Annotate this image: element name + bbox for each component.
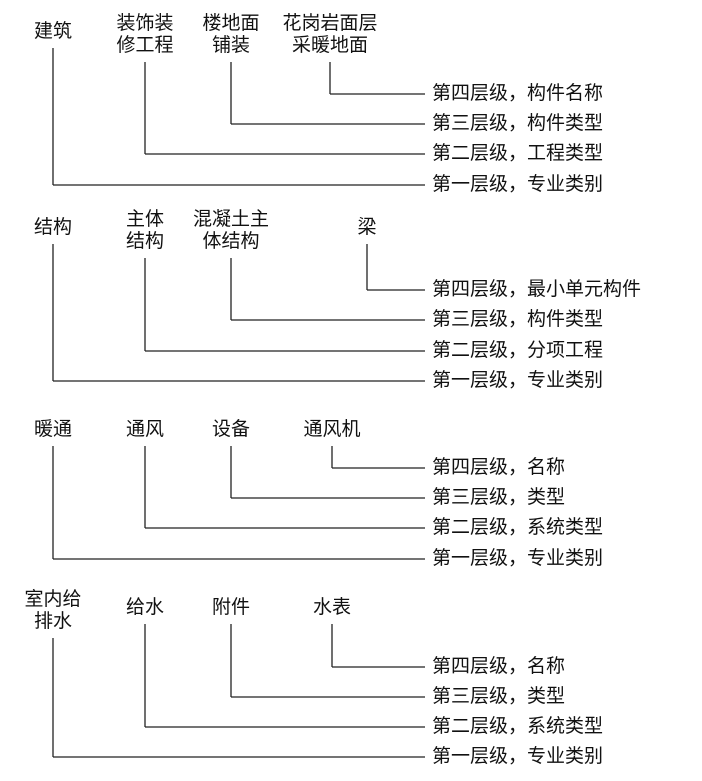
structure-heading-4-line: 梁 xyxy=(357,216,377,238)
structure-heading-4: 梁 xyxy=(357,216,376,238)
plumbing-heading-4-line: 水表 xyxy=(312,596,352,618)
building-level-label: 第一层级，专业类别 xyxy=(432,173,604,195)
building-heading-3-line: 铺装 xyxy=(211,34,251,56)
building-heading-2-line: 修工程 xyxy=(116,34,174,56)
structure-heading-2-line: 主体 xyxy=(125,208,165,230)
hvac-level-label: 第二层级，系统类型 xyxy=(432,516,604,538)
structure-heading-2-line: 结构 xyxy=(125,230,165,252)
structure-level-label: 第一层级，专业类别 xyxy=(432,369,604,391)
plumbing-level-label: 第四层级，名称 xyxy=(432,655,566,677)
plumbing-level-label: 第二层级，系统类型 xyxy=(432,715,604,737)
hvac-level-label: 第一层级，专业类别 xyxy=(432,547,604,569)
plumbing-heading-1-line: 室内给 xyxy=(24,588,82,610)
hvac-heading-3-line: 设备 xyxy=(211,418,251,440)
structure-level-label: 第四层级，最小单元构件 xyxy=(432,278,642,300)
building-heading-1-line: 建筑 xyxy=(33,20,73,42)
plumbing-heading-3-line: 附件 xyxy=(211,596,251,618)
plumbing-heading-2-line: 给水 xyxy=(125,596,165,618)
structure-level-label: 第三层级，构件类型 xyxy=(432,308,604,330)
building-level-label: 第三层级，构件类型 xyxy=(432,112,604,134)
building-heading-4: 花岗岩面层采暖地面 xyxy=(282,12,377,56)
building-level-label: 第二层级，工程类型 xyxy=(432,142,604,164)
plumbing-level-label: 第三层级，类型 xyxy=(432,685,566,707)
structure-heading-3-line: 混凝土主 xyxy=(192,208,270,230)
building-heading-2: 装饰装修工程 xyxy=(116,12,173,56)
hvac-heading-2: 通风 xyxy=(126,418,164,440)
building-heading-4-line: 花岗岩面层 xyxy=(282,12,378,34)
building-heading-4-line: 采暖地面 xyxy=(291,34,369,56)
structure-heading-1: 结构 xyxy=(34,216,72,238)
plumbing-heading-1-line: 排水 xyxy=(33,610,73,632)
hvac-level-label: 第四层级，名称 xyxy=(432,456,566,478)
building-heading-2-line: 装饰装 xyxy=(116,12,174,34)
hvac-heading-2-line: 通风 xyxy=(125,418,165,440)
hvac-heading-4: 通风机 xyxy=(303,418,360,440)
structure-heading-3-line: 体结构 xyxy=(202,230,260,252)
hvac-heading-1: 暖通 xyxy=(34,418,72,440)
plumbing-heading-1: 室内给排水 xyxy=(24,588,81,632)
structure-level-label: 第二层级，分项工程 xyxy=(432,339,604,361)
building-level-label: 第四层级，构件名称 xyxy=(432,82,604,104)
hvac-heading-1-line: 暖通 xyxy=(33,418,73,440)
hvac-level-label: 第三层级，类型 xyxy=(432,486,566,508)
plumbing-heading-2: 给水 xyxy=(126,596,164,618)
plumbing-level-label: 第一层级，专业类别 xyxy=(432,745,604,767)
structure-heading-1-line: 结构 xyxy=(33,216,73,238)
hvac-heading-4-line: 通风机 xyxy=(303,418,361,440)
plumbing-heading-4: 水表 xyxy=(313,596,351,618)
building-heading-3-line: 楼地面 xyxy=(202,12,260,34)
hvac-heading-3: 设备 xyxy=(212,418,250,440)
building-heading-3: 楼地面铺装 xyxy=(202,12,259,56)
plumbing-heading-3: 附件 xyxy=(212,596,250,618)
building-heading-1: 建筑 xyxy=(34,20,72,42)
structure-heading-2: 主体结构 xyxy=(126,208,164,252)
structure-heading-3: 混凝土主体结构 xyxy=(193,208,269,252)
